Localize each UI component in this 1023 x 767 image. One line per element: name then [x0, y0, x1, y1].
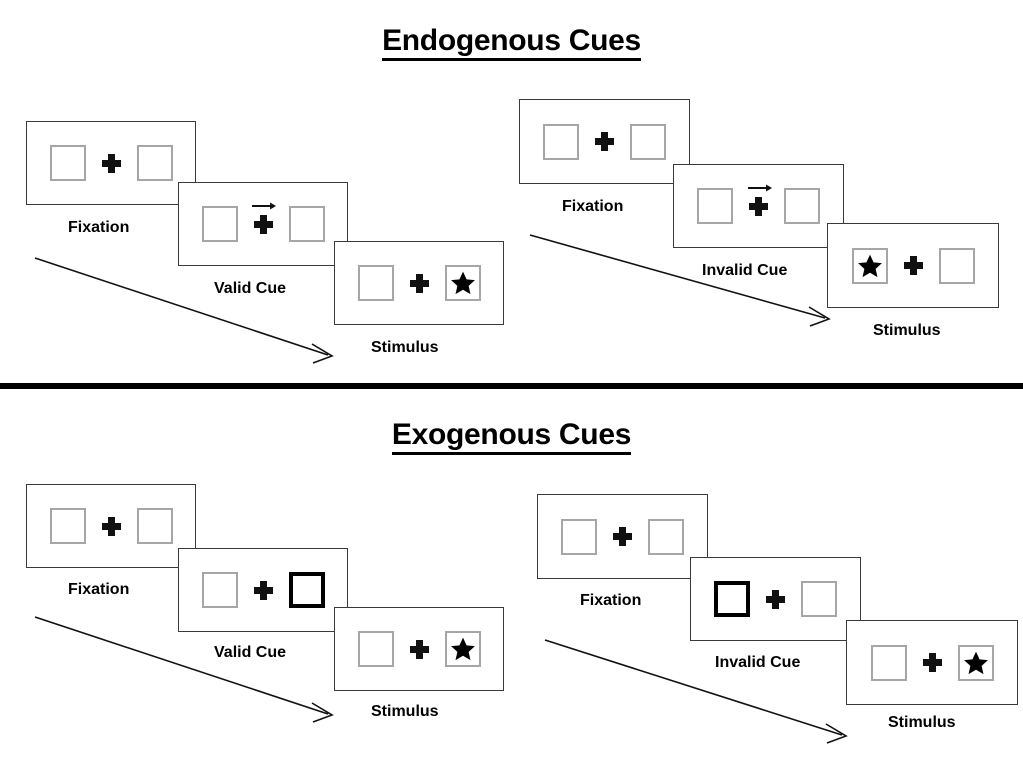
- panel-endogenous-valid-fixation: [26, 121, 196, 205]
- arrow-right-icon: [252, 202, 277, 209]
- plus-icon: [101, 516, 121, 536]
- plus-icon: [903, 256, 923, 275]
- star-icon: [450, 271, 475, 295]
- placeholder-box-left: [357, 631, 394, 667]
- plus-icon: [595, 132, 614, 151]
- panel-exogenous-invalid-cue: [690, 557, 861, 641]
- section-title-endogenous-text: Endogenous Cues: [382, 24, 641, 61]
- placeholder-box-left: [870, 644, 907, 681]
- panel-exogenous-invalid-stimulus: [846, 620, 1018, 705]
- placeholder-box-right: [648, 518, 684, 555]
- plus-icon: [409, 273, 429, 293]
- plus-icon: [253, 580, 273, 600]
- placeholder-box-right: [444, 265, 481, 301]
- section-title-exogenous: Exogenous Cues: [0, 418, 1023, 455]
- caption-endogenous-valid-cue: Valid Cue: [214, 280, 287, 297]
- panel-endogenous-invalid-stimulus: [827, 223, 999, 308]
- star-icon: [450, 637, 475, 661]
- section-title-exogenous-text: Exogenous Cues: [391, 418, 631, 455]
- placeholder-box-right: [444, 631, 481, 667]
- placeholder-box-left: [543, 123, 579, 160]
- caption-exogenous-valid-stimulus: Stimulus: [371, 703, 439, 720]
- caption-exogenous-invalid-fixation: Fixation: [580, 592, 642, 609]
- caption-endogenous-invalid-cue: Invalid Cue: [702, 262, 788, 279]
- placeholder-box-left: [201, 206, 238, 242]
- placeholder-box-right: [784, 188, 820, 224]
- placeholder-box-right: [136, 145, 173, 181]
- plus-icon: [409, 639, 429, 659]
- section-title-endogenous: Endogenous Cues: [0, 24, 1023, 61]
- star-icon: [963, 651, 988, 674]
- placeholder-box-right: [957, 644, 994, 681]
- plus-icon: [766, 589, 785, 609]
- panel-endogenous-invalid-fixation: [519, 99, 690, 184]
- panel-exogenous-valid-cue: [178, 548, 348, 632]
- placeholder-box-right: [630, 123, 666, 160]
- cued-box-left: [714, 581, 750, 617]
- panel-endogenous-valid-stimulus: [334, 241, 504, 325]
- plus-icon: [922, 653, 942, 672]
- panel-exogenous-invalid-fixation: [537, 494, 708, 579]
- plus-icon: [101, 153, 121, 173]
- caption-exogenous-invalid-stimulus: Stimulus: [888, 714, 956, 731]
- caption-exogenous-valid-cue: Valid Cue: [214, 644, 287, 661]
- plus-icon: [252, 202, 277, 234]
- placeholder-box-right: [801, 581, 837, 617]
- arrow-right-icon: [747, 184, 772, 191]
- placeholder-box-left: [561, 518, 597, 555]
- cued-box-right: [288, 572, 325, 608]
- caption-exogenous-invalid-cue: Invalid Cue: [715, 654, 801, 671]
- panel-endogenous-valid-cue: [178, 182, 348, 266]
- caption-endogenous-invalid-stimulus: Stimulus: [873, 322, 941, 339]
- caption-endogenous-invalid-fixation: Fixation: [562, 198, 624, 215]
- time-flow-arrow-icon-exogenous-invalid: [544, 639, 848, 744]
- panel-endogenous-invalid-cue: [673, 164, 844, 248]
- panel-exogenous-valid-stimulus: [334, 607, 504, 691]
- placeholder-box-left: [49, 508, 86, 544]
- panel-exogenous-valid-fixation: [26, 484, 196, 568]
- placeholder-box-right: [938, 247, 975, 284]
- section-divider: [0, 383, 1023, 389]
- placeholder-box-left: [697, 188, 733, 224]
- star-icon: [857, 254, 882, 277]
- placeholder-box-left: [49, 145, 86, 181]
- placeholder-box-left: [201, 572, 238, 608]
- caption-exogenous-valid-fixation: Fixation: [68, 581, 130, 598]
- placeholder-box-left: [851, 247, 888, 284]
- plus-icon: [613, 527, 632, 546]
- caption-endogenous-valid-stimulus: Stimulus: [371, 339, 439, 356]
- placeholder-box-left: [357, 265, 394, 301]
- plus-icon: [747, 184, 772, 216]
- placeholder-box-right: [136, 508, 173, 544]
- placeholder-box-right: [288, 206, 325, 242]
- caption-endogenous-valid-fixation: Fixation: [68, 219, 130, 236]
